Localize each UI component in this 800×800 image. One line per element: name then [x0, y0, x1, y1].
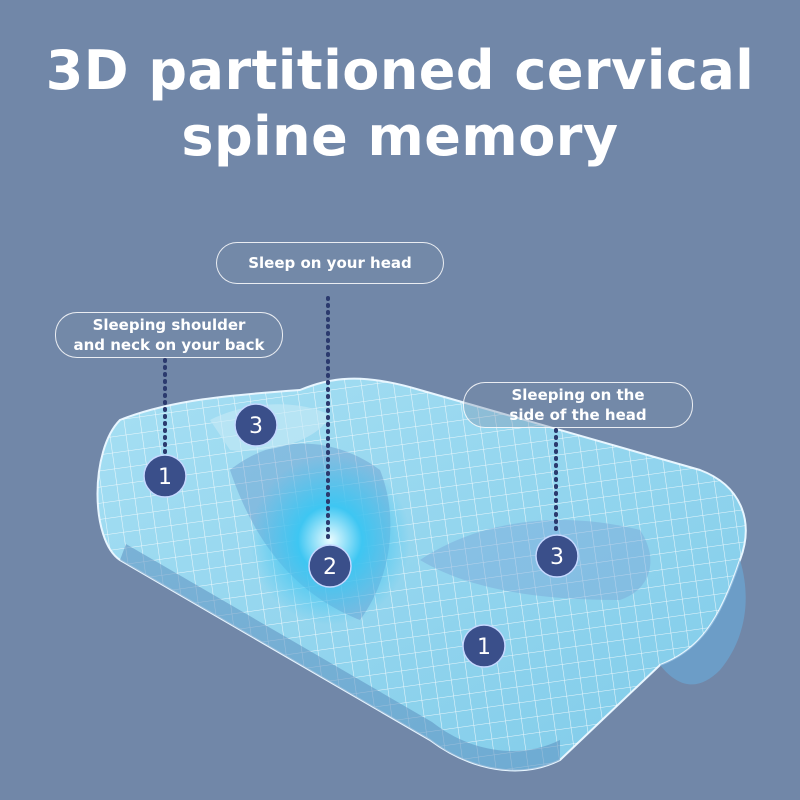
svg-text:3: 3 [249, 414, 263, 439]
pillow-body [96, 377, 747, 772]
svg-text:1: 1 [158, 465, 172, 490]
svg-text:3: 3 [550, 545, 564, 570]
callout-head-text: Sleep on your head [248, 254, 412, 272]
svg-text:2: 2 [323, 555, 337, 580]
callout-side-line-1: Sleeping on the [511, 386, 645, 404]
callout-side-line-2: side of the head [509, 406, 647, 424]
center-glow [250, 455, 410, 625]
svg-text:1: 1 [477, 635, 491, 660]
headline-line-2: spine memory [181, 105, 619, 168]
headline: 3D partitioned cervical spine memory [0, 38, 800, 170]
zone-badge-3-back: 3 [234, 403, 278, 447]
headline-line-1: 3D partitioned cervical [45, 39, 755, 102]
callout-back-line-2: and neck on your back [73, 336, 265, 354]
zone-badge-1-left: 1 [143, 454, 187, 498]
callout-back-line-1: Sleeping shoulder [92, 316, 246, 334]
callout-sleep-on-head: Sleep on your head [216, 242, 444, 284]
callout-sleep-on-side: Sleeping on the side of the head [463, 382, 693, 428]
callout-sleep-on-back: Sleeping shoulder and neck on your back [55, 312, 283, 358]
zone-badge-2-center: 2 [308, 544, 352, 588]
zone-badge-3-right: 3 [535, 534, 579, 578]
zone-badge-1-front: 1 [462, 624, 506, 668]
